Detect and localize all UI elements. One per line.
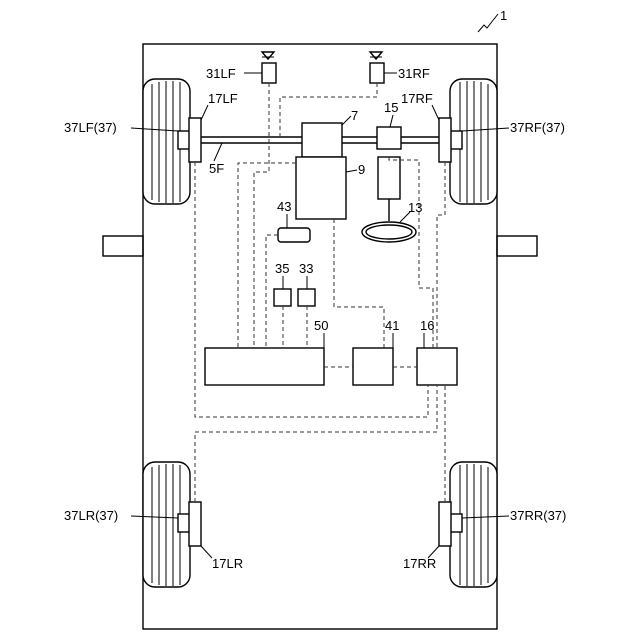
figure-number-leader — [478, 14, 498, 32]
label-37RF: 37RF(37) — [510, 120, 565, 135]
left-side-stub — [103, 236, 143, 256]
component-33 — [298, 289, 315, 306]
label-33: 33 — [299, 261, 313, 276]
label-35: 35 — [275, 261, 289, 276]
hub-front-left — [178, 131, 190, 149]
controller-16 — [417, 348, 457, 385]
label-43: 43 — [277, 199, 291, 214]
label-41: 41 — [385, 318, 399, 333]
antenna-right-front — [370, 52, 384, 83]
component-43 — [278, 228, 310, 242]
sensor-rear-left — [189, 502, 201, 546]
antenna-left-front — [262, 52, 276, 83]
label-37LR: 37LR(37) — [64, 508, 118, 523]
transmission-block — [296, 157, 346, 219]
steering-wheel-inner — [366, 225, 412, 239]
label-9: 9 — [358, 162, 365, 177]
label-17RR: 17RR — [403, 556, 436, 571]
label-37RR: 37RR(37) — [510, 508, 566, 523]
controller-41 — [353, 348, 393, 385]
figure-number: 1 — [500, 8, 507, 23]
label-16: 16 — [420, 318, 434, 333]
label-13: 13 — [408, 200, 422, 215]
label-17LF: 17LF — [208, 91, 238, 106]
label-17LR: 17LR — [212, 556, 243, 571]
component-35 — [274, 289, 291, 306]
label-17RF: 17RF — [401, 91, 433, 106]
label-50: 50 — [314, 318, 328, 333]
label-5F: 5F — [209, 161, 224, 176]
label-37LF: 37LF(37) — [64, 120, 117, 135]
label-15: 15 — [384, 100, 398, 115]
right-side-stub — [497, 236, 537, 256]
engine-block — [302, 123, 342, 157]
steering-column — [378, 157, 400, 199]
hub-front-right — [450, 131, 462, 149]
sensor-front-left — [189, 118, 201, 162]
label-7: 7 — [351, 108, 358, 123]
hub-rear-left — [178, 514, 190, 532]
sensor-rear-right — [439, 502, 451, 546]
label-31RF: 31RF — [398, 66, 430, 81]
controller-50 — [205, 348, 324, 385]
hub-rear-right — [450, 514, 462, 532]
label-31LF: 31LF — [206, 66, 236, 81]
steering-unit — [377, 127, 401, 149]
sensor-front-right — [439, 118, 451, 162]
